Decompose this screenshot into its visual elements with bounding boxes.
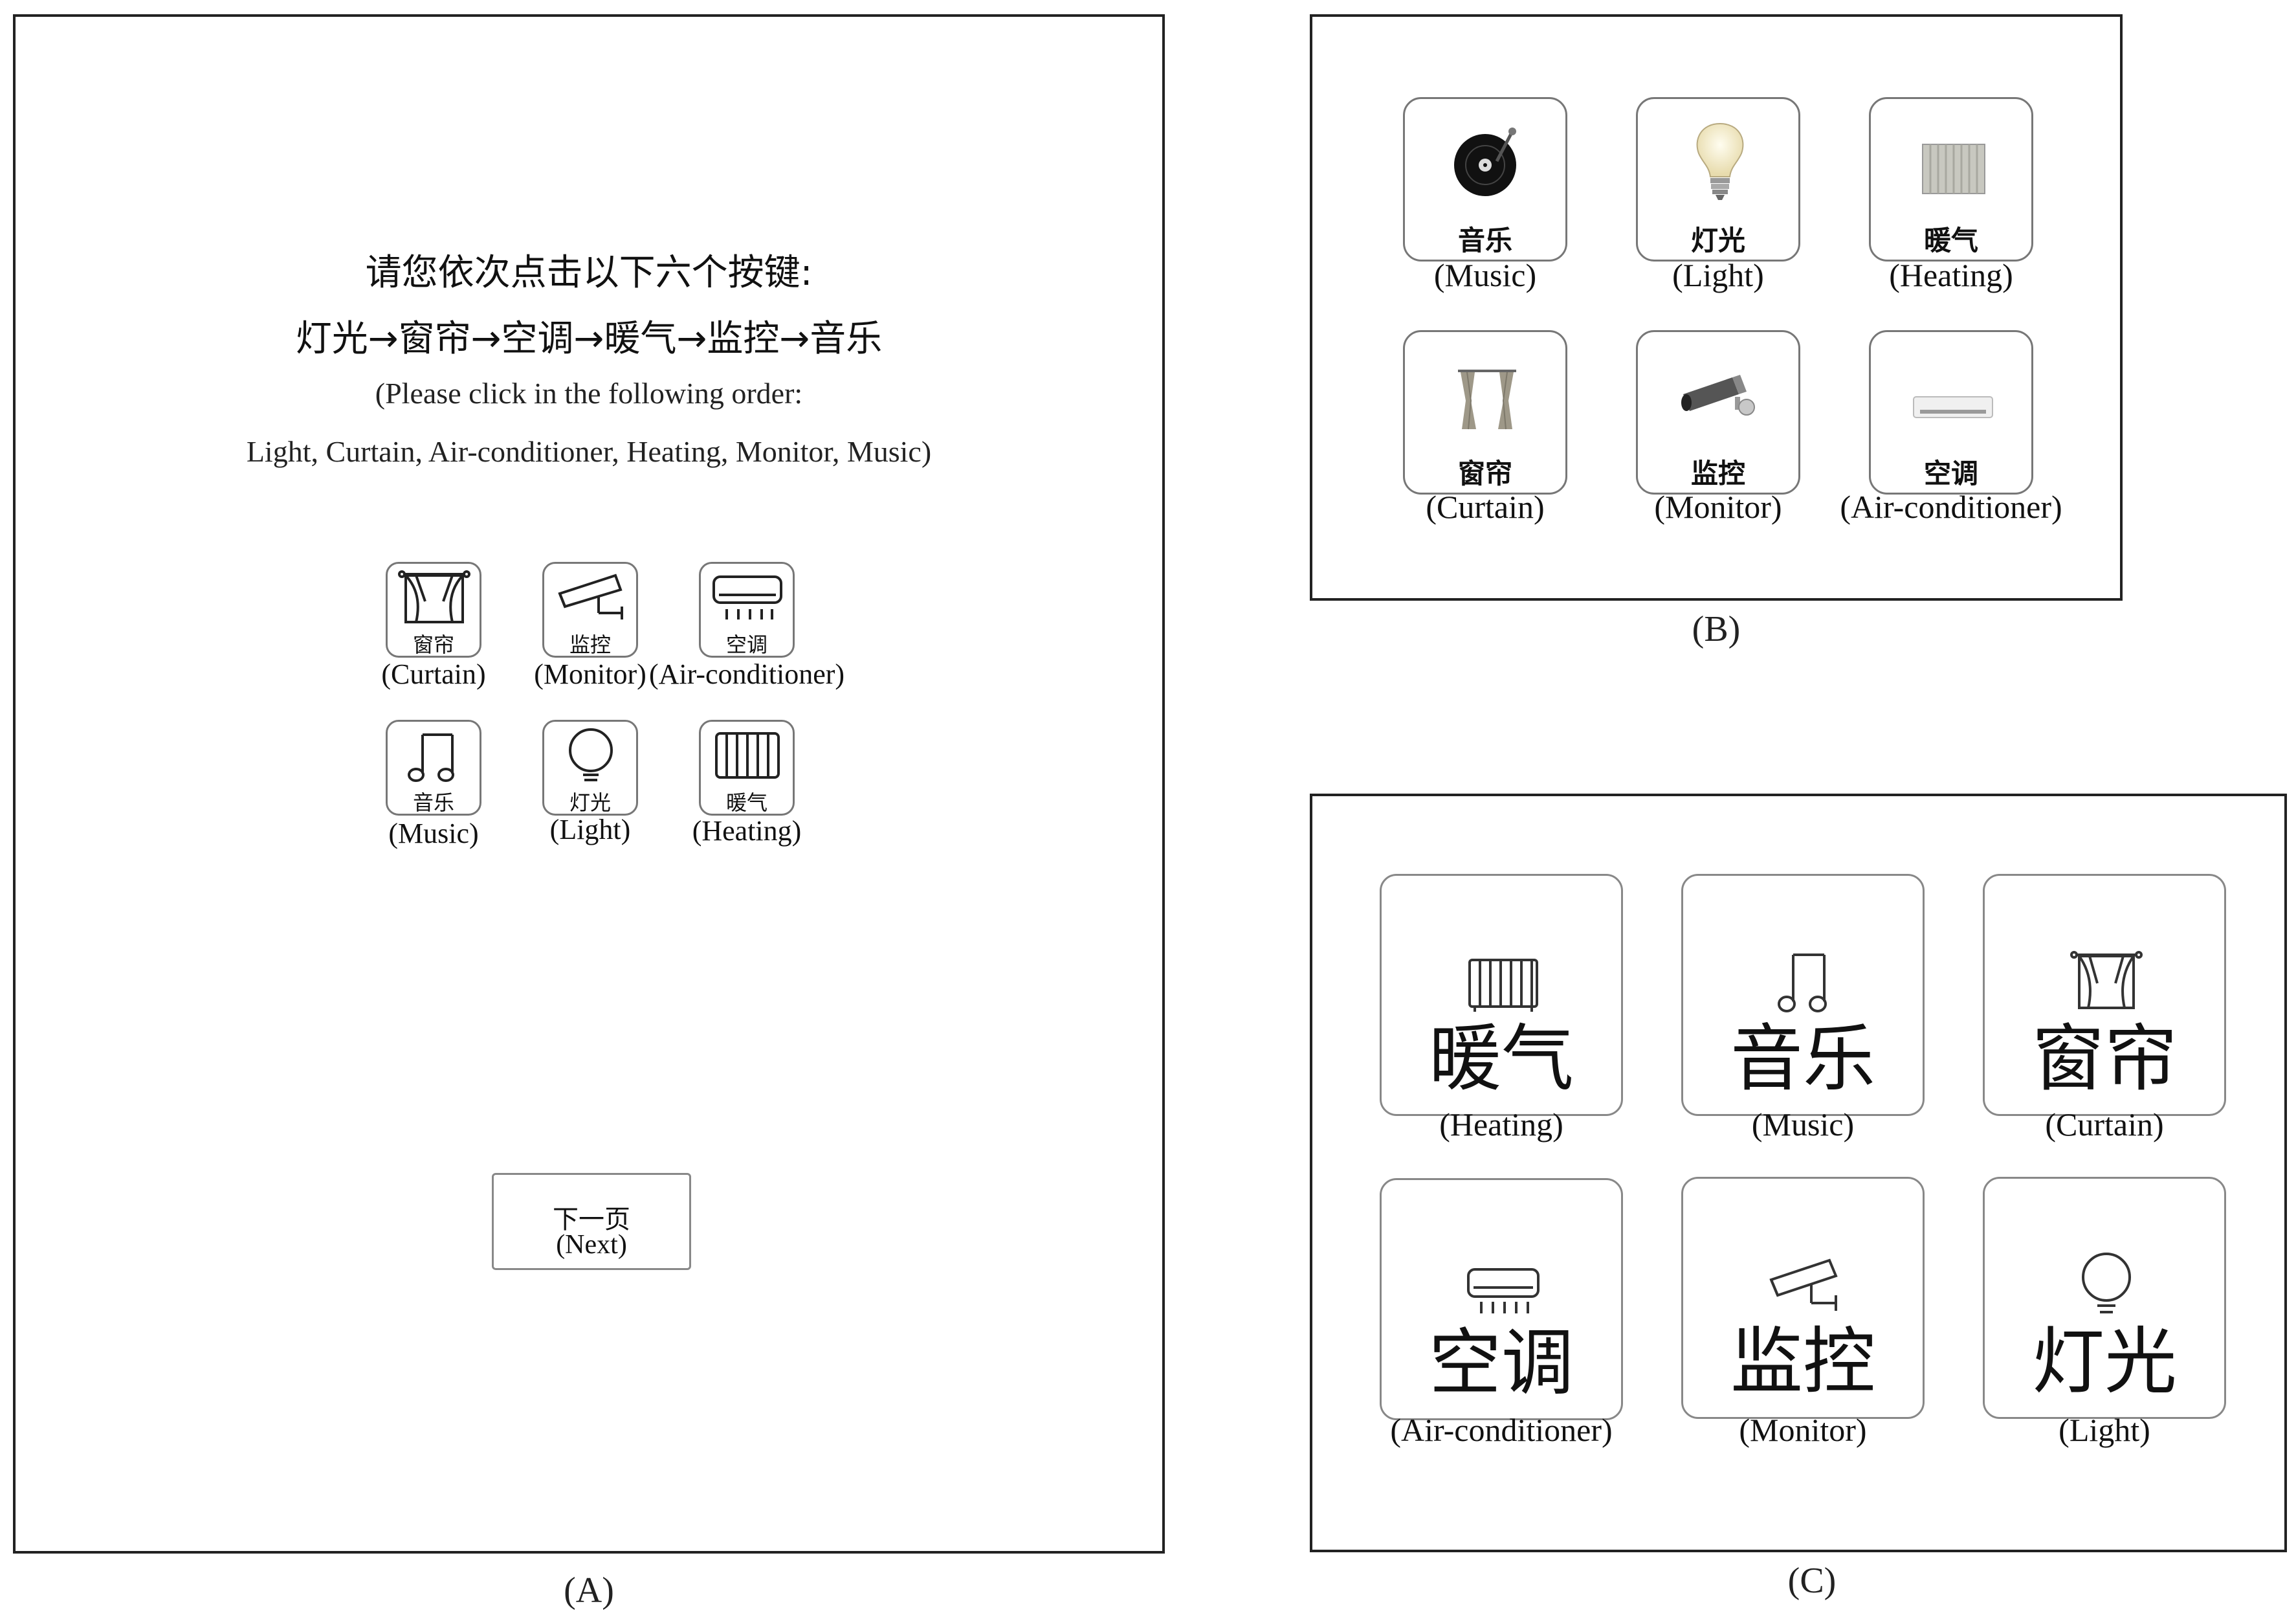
air-conditioner-icon bbox=[1467, 1268, 1540, 1313]
air-conditioner-button[interactable]: 空调 bbox=[1380, 1178, 1623, 1420]
instruction-cn-line1: 请您依次点击以下六个按键: bbox=[365, 252, 813, 294]
music-note-icon bbox=[1778, 953, 1827, 1012]
monitor-button-cn: 监控 bbox=[1730, 1320, 1875, 1404]
music-label-en: (Music) bbox=[388, 818, 479, 849]
curtain-button-cn: 窗帘 bbox=[2032, 1017, 2177, 1101]
monitor-button-cn: 监控 bbox=[569, 632, 611, 657]
instruction-cn-line2: 灯光→窗帘→空调→暖气→监控→音乐 bbox=[295, 318, 883, 360]
camera-icon bbox=[1769, 1258, 1838, 1311]
next-button-cn: 下一页 bbox=[553, 1205, 630, 1234]
curtain-icon bbox=[1458, 370, 1516, 430]
light-button-cn: 灯光 bbox=[569, 790, 611, 815]
vinyl-record-icon bbox=[1454, 128, 1516, 196]
monitor-label-en: (Monitor) bbox=[534, 658, 646, 690]
next-page-button[interactable]: 下一页 (Next) bbox=[492, 1173, 691, 1270]
monitor-button-cn: 监控 bbox=[1690, 458, 1745, 489]
music-button-cn: 音乐 bbox=[1457, 225, 1512, 256]
camera-icon bbox=[558, 574, 623, 619]
light-bulb-icon bbox=[1696, 122, 1744, 200]
curtain-label-en: (Curtain) bbox=[1426, 489, 1545, 525]
heating-button[interactable]: 暖气 bbox=[1380, 874, 1623, 1116]
music-button-cn: 音乐 bbox=[1730, 1017, 1875, 1101]
heating-label-en: (Heating) bbox=[1439, 1106, 1563, 1143]
music-label-en: (Music) bbox=[1751, 1106, 1855, 1143]
music-button[interactable]: 音乐 bbox=[386, 720, 481, 816]
curtain-button-cn: 窗帘 bbox=[1457, 458, 1512, 489]
panel-c: 暖气 音乐 窗帘 (Heating) (Music) (Curtain) 空调 bbox=[1310, 794, 2287, 1552]
air-conditioner-button[interactable]: 空调 bbox=[1869, 330, 2033, 495]
curtain-icon bbox=[398, 570, 470, 623]
light-button-cn: 灯光 bbox=[2032, 1320, 2177, 1404]
air-conditioner-label-en: (Air-conditioner) bbox=[1390, 1412, 1613, 1448]
light-button[interactable]: 灯光 bbox=[1983, 1177, 2226, 1419]
light-bulb-icon bbox=[569, 728, 613, 781]
music-note-icon bbox=[408, 733, 454, 782]
panel-b: 音乐 灯光 暖气 (Music) (Light) (Heating) bbox=[1310, 14, 2123, 601]
monitor-button[interactable]: 监控 bbox=[542, 562, 638, 658]
curtain-label-en: (Curtain) bbox=[381, 658, 486, 690]
panel-a: 请您依次点击以下六个按键: 灯光→窗帘→空调→暖气→监控→音乐 (Please … bbox=[13, 14, 1165, 1554]
air-conditioner-button-cn: 空调 bbox=[725, 632, 767, 657]
air-conditioner-button-cn: 空调 bbox=[1923, 458, 1978, 489]
radiator-icon bbox=[1468, 959, 1538, 1012]
light-button[interactable]: 灯光 bbox=[1636, 97, 1800, 262]
radiator-icon bbox=[1922, 144, 1985, 194]
heating-button-cn: 暖气 bbox=[725, 790, 767, 815]
curtain-button[interactable]: 窗帘 bbox=[1403, 330, 1567, 495]
music-button-cn: 音乐 bbox=[412, 790, 454, 815]
light-bulb-icon bbox=[2082, 1253, 2131, 1313]
light-label-en: (Light) bbox=[2059, 1412, 2150, 1448]
light-button[interactable]: 灯光 bbox=[542, 720, 638, 816]
air-conditioner-icon bbox=[1913, 396, 1993, 418]
heating-label-en: (Heating) bbox=[692, 815, 802, 847]
air-conditioner-label-en: (Air-conditioner) bbox=[648, 658, 845, 690]
light-label-en: (Light) bbox=[549, 814, 631, 845]
radiator-icon bbox=[715, 732, 780, 779]
heating-button-cn: 暖气 bbox=[1923, 225, 1978, 256]
music-button[interactable]: 音乐 bbox=[1403, 97, 1567, 262]
heating-button[interactable]: 暖气 bbox=[1869, 97, 2033, 262]
instruction-en-line2: Light, Curtain, Air-conditioner, Heating… bbox=[246, 435, 932, 468]
air-conditioner-button[interactable]: 空调 bbox=[699, 562, 795, 658]
air-conditioner-icon bbox=[712, 575, 782, 619]
heating-button-cn: 暖气 bbox=[1429, 1017, 1574, 1101]
caption-c: (C) bbox=[1787, 1561, 1837, 1601]
curtain-button[interactable]: 窗帘 bbox=[1983, 874, 2226, 1116]
light-label-en: (Light) bbox=[1672, 257, 1764, 293]
security-camera-icon bbox=[1681, 375, 1755, 416]
light-button-cn: 灯光 bbox=[1690, 225, 1745, 256]
caption-b: (B) bbox=[1692, 609, 1741, 649]
instruction-en-line1: (Please click in the following order: bbox=[375, 377, 803, 410]
heating-label-en: (Heating) bbox=[1889, 257, 2013, 293]
curtain-button[interactable]: 窗帘 bbox=[386, 562, 481, 658]
monitor-button[interactable]: 监控 bbox=[1636, 330, 1800, 495]
air-conditioner-button-cn: 空调 bbox=[1429, 1321, 1574, 1405]
next-button-en: (Next) bbox=[556, 1230, 627, 1260]
monitor-label-en: (Monitor) bbox=[1739, 1412, 1867, 1448]
heating-button[interactable]: 暖气 bbox=[699, 720, 795, 816]
monitor-label-en: (Monitor) bbox=[1654, 489, 1782, 525]
curtain-button-cn: 窗帘 bbox=[412, 632, 454, 657]
curtain-icon bbox=[2070, 951, 2143, 1009]
curtain-label-en: (Curtain) bbox=[2045, 1106, 2164, 1143]
air-conditioner-label-en: (Air-conditioner) bbox=[1840, 489, 2062, 525]
monitor-button[interactable]: 监控 bbox=[1681, 1177, 1925, 1419]
music-button[interactable]: 音乐 bbox=[1681, 874, 1925, 1116]
music-label-en: (Music) bbox=[1433, 257, 1537, 293]
caption-a: (A) bbox=[564, 1570, 614, 1611]
